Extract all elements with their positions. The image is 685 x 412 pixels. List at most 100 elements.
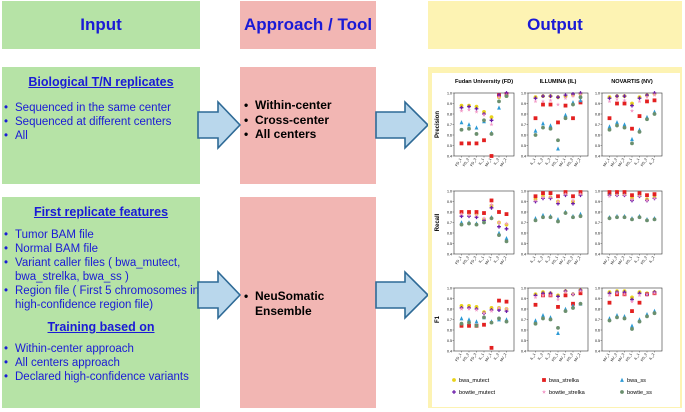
x-tick-label: NV_3: [617, 353, 625, 363]
tool-list: NeuSomatic Ensemble: [244, 289, 376, 318]
list-item: Declared high-confidence variants: [4, 370, 200, 384]
data-point: [614, 97, 620, 102]
data-point: [637, 319, 642, 324]
data-point: [489, 198, 494, 203]
data-point: [645, 193, 649, 198]
output-header: Output: [428, 1, 682, 49]
data-point: [467, 126, 471, 131]
data-point: [615, 101, 619, 106]
data-point: [474, 323, 479, 328]
data-point: [578, 291, 583, 296]
y-tick-label: 0.5: [447, 242, 452, 246]
data-point: [629, 108, 635, 113]
data-point: [555, 199, 561, 204]
y-tick-label: 0.7: [447, 123, 452, 127]
data-point: [571, 306, 575, 310]
x-tick-label: IL_1: [478, 256, 485, 264]
data-point: [622, 94, 627, 99]
data-point: [474, 141, 479, 146]
y-tick-label: 0.7: [521, 123, 526, 127]
data-point: [474, 305, 479, 309]
y-tick-label: 0.7: [447, 221, 452, 225]
x-tick-label: NV_1: [558, 256, 566, 266]
x-tick-label: FD_3: [470, 256, 478, 266]
x-tick-label: NV_2: [573, 353, 581, 363]
data-point: [556, 138, 560, 143]
y-tick-label: 0.5: [595, 339, 600, 343]
y-tick-label: 1.0: [521, 92, 526, 96]
data-point: [563, 293, 568, 298]
y-tick-label: 1.0: [521, 287, 526, 291]
data-point: [474, 319, 479, 324]
x-tick-label: IL_1: [633, 353, 640, 361]
data-point: [504, 235, 509, 241]
data-point: [482, 110, 486, 114]
data-point: [504, 299, 509, 304]
x-tick-label: FD_2: [462, 158, 470, 168]
y-tick-label: 0.7: [595, 221, 600, 225]
y-tick-label: 0.6: [595, 134, 600, 138]
approach-box-centers: Within-center Cross-center All centers: [240, 67, 376, 184]
list-item: Cross-center: [244, 113, 376, 128]
y-tick-label: 0.5: [521, 242, 526, 246]
list-item: Sequenced in the same center: [4, 101, 200, 115]
data-point: [620, 377, 624, 382]
list-item: All: [4, 129, 200, 143]
data-point: [645, 117, 649, 122]
x-tick-label: IL_1: [633, 256, 640, 264]
y-tick-label: 0.9: [521, 297, 526, 301]
data-point: [629, 299, 635, 304]
data-point: [563, 309, 568, 313]
data-point: [637, 293, 642, 298]
data-point: [541, 316, 545, 321]
y-tick-label: 0.4: [521, 155, 526, 159]
x-tick-label: IL_3: [544, 158, 551, 166]
data-point: [622, 101, 627, 106]
data-point: [533, 116, 538, 121]
x-tick-label: IL_1: [529, 353, 536, 361]
y-tick-label: 0.9: [521, 200, 526, 204]
data-point: [504, 306, 509, 311]
data-point: [652, 217, 657, 222]
data-point: [637, 129, 642, 134]
x-tick-label: IL_1: [478, 353, 485, 361]
data-point: [548, 98, 553, 103]
data-point: [607, 124, 612, 129]
data-point: [622, 292, 627, 297]
data-point: [497, 233, 501, 238]
legend-label: bwa_mutect: [459, 378, 490, 384]
data-point: [614, 291, 620, 296]
y-tick-label: 0.5: [521, 339, 526, 343]
data-point: [467, 323, 471, 328]
data-point: [607, 99, 612, 104]
data-point: [645, 218, 649, 223]
data-point: [533, 194, 538, 199]
x-tick-label: NV_1: [484, 353, 492, 363]
data-point: [630, 193, 634, 198]
legend-label: bowtie_mutect: [459, 390, 496, 396]
data-point: [489, 122, 494, 127]
column-title: ILLUMINA (IL): [540, 79, 577, 85]
y-tick-label: 0.8: [595, 113, 600, 117]
data-point: [556, 326, 560, 330]
y-tick-label: 0.8: [447, 113, 452, 117]
data-point: [563, 211, 568, 215]
data-point: [607, 318, 612, 323]
data-point: [571, 215, 575, 220]
data-point: [607, 127, 612, 132]
data-point: [474, 132, 479, 136]
data-point: [541, 313, 545, 318]
data-point: [497, 224, 501, 229]
data-point: [615, 215, 619, 220]
x-tick-label: IL_2: [537, 158, 544, 166]
data-point: [541, 102, 545, 107]
data-point: [482, 138, 486, 143]
data-point: [570, 292, 576, 297]
data-point: [615, 292, 619, 297]
x-tick-label: NV_1: [602, 353, 610, 363]
x-tick-label: IL_2: [493, 158, 500, 166]
data-point: [467, 320, 471, 325]
data-point: [644, 95, 650, 99]
x-tick-label: NV_2: [610, 256, 618, 266]
data-point: [533, 321, 538, 326]
